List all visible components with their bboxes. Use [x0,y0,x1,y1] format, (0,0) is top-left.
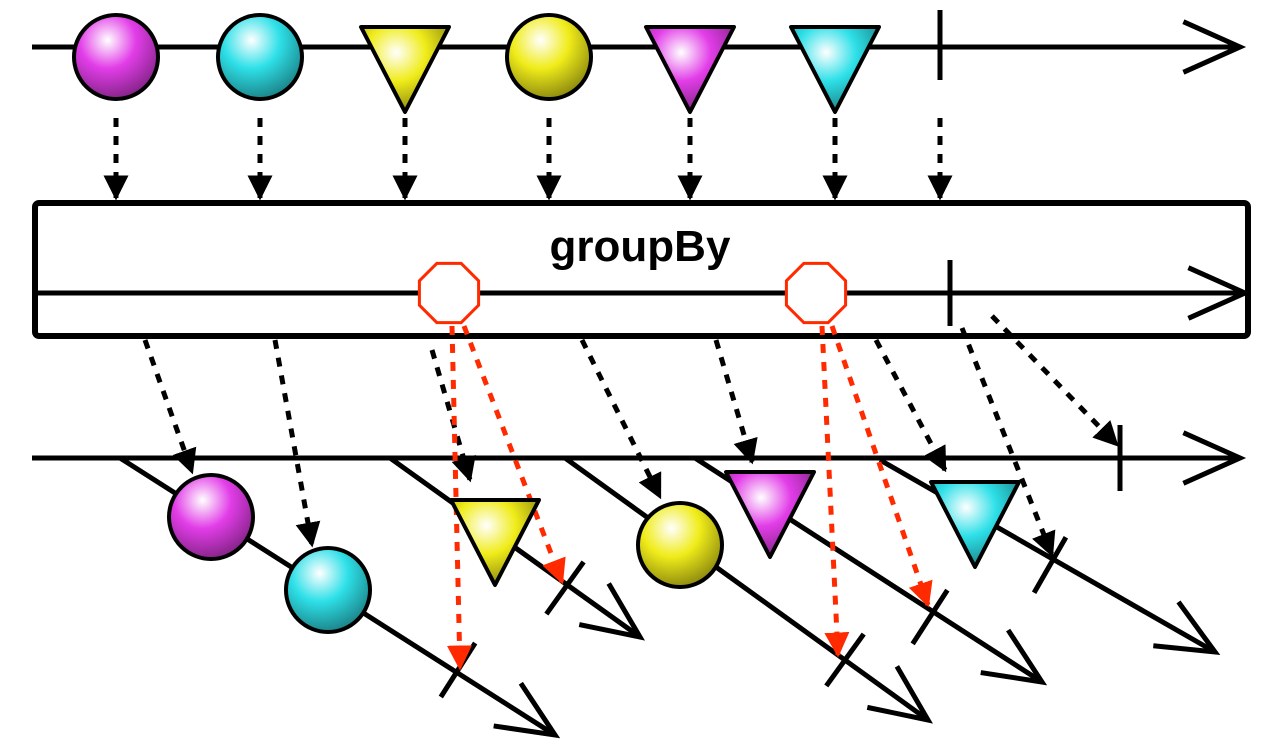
output-arrow [272,339,321,548]
operator-label: groupBy [549,222,731,271]
source-item-triangle-yellow [359,25,451,114]
group-key-octagon [417,261,481,325]
source-item-circle-magenta [72,13,160,101]
source-timeline-arrowhead [1182,19,1247,75]
group-complete-tick [544,560,586,616]
operator-box [32,200,1251,339]
group-timeline-3 [563,455,930,723]
group-1-item-circle-cyan [284,546,372,634]
group-5-item-triangle-cyan [929,480,1021,569]
group-key-octagon [784,261,848,325]
output-arrow [142,339,197,475]
output-arrow [579,338,663,500]
operator-timeline-arrowhead [1187,265,1252,321]
group-timeline-5 [878,457,1217,655]
group-complete-arrow [829,325,933,608]
group-2-item-triangle-yellow [449,498,541,587]
group-timeline-4-arrowhead [980,628,1048,686]
output-arrow [873,338,948,473]
output-arrow [429,349,476,483]
group-complete-tick [824,632,866,688]
source-item-circle-yellow [505,13,593,101]
source-item-triangle-cyan [789,25,881,114]
group-4-item-triangle-magenta [724,470,816,559]
group-timeline-5-arrowhead [1153,600,1221,656]
group-complete-tick [1031,535,1069,595]
output-arrow [959,327,1056,558]
output-timeline-arrowhead [1182,430,1247,486]
source-item-circle-cyan [216,13,304,101]
group-timeline-2-arrowhead [578,582,645,641]
group-3-item-circle-yellow [636,501,724,589]
source-item-triangle-magenta [644,25,736,114]
output-arrow [713,339,758,465]
group-complete-arrow [446,325,472,671]
group-complete-tick [910,588,950,646]
group-timeline-1-arrowhead [493,681,561,739]
output-arrow [990,314,1119,447]
group-complete-arrow [819,325,850,658]
group-1-item-circle-magenta [167,473,255,561]
group-timeline-3-arrowhead [866,665,933,724]
